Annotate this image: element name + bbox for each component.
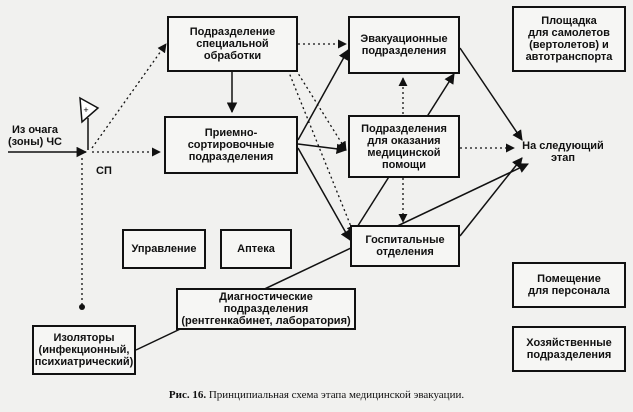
label-sanitary-post: СП <box>96 165 112 177</box>
figure-caption: Рис. 16. Принципиальная схема этапа меди… <box>0 389 633 401</box>
arrow-sorting-to-hospital <box>297 147 351 241</box>
arrow-hospital-to-next <box>459 157 523 237</box>
arrow-sp-to-special <box>91 43 167 149</box>
label-source: Из очага(зоны) ЧС <box>7 124 62 148</box>
svg-text:+: + <box>83 105 88 115</box>
arrow-evacuation-to-next <box>459 47 523 141</box>
arrow-sorting-to-medical <box>297 143 348 155</box>
arrow-sorting-to-evacuation <box>297 49 349 141</box>
figure-caption-text: Принципиальная схема этапа медицинской э… <box>208 389 465 401</box>
node-diagnostics: Диагностические подразделения(рентгенкаб… <box>176 288 356 330</box>
node-isolators: Изоляторы(инфекционный,психиатрический) <box>32 325 136 375</box>
figure-number: Рис. 16. <box>168 389 207 401</box>
arrow-special-to-medical <box>295 69 347 151</box>
sanitary-post-flag-icon: + <box>79 96 100 150</box>
node-management: Управление <box>122 229 206 269</box>
node-pharmacy: Аптека <box>220 229 292 269</box>
